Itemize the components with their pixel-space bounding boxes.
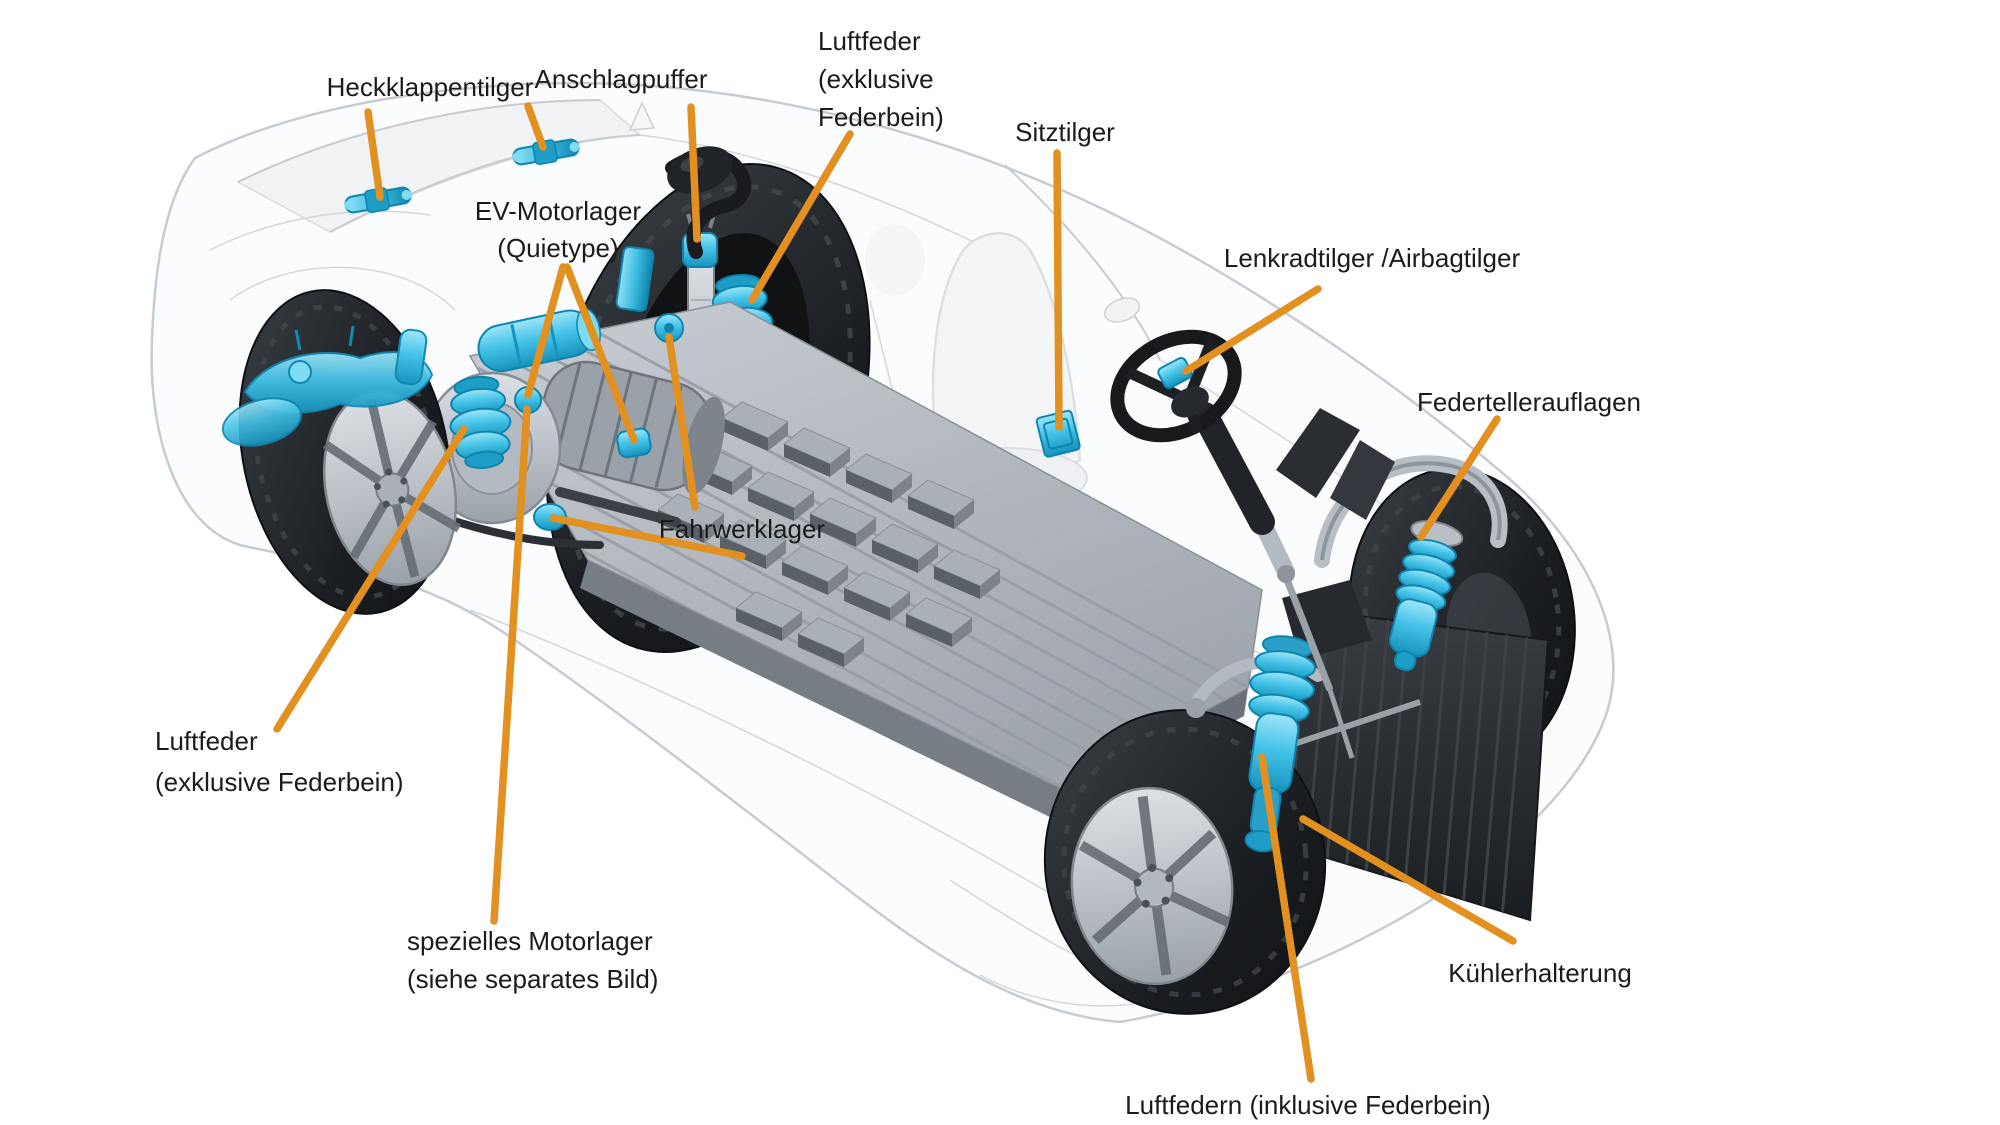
rear-headrest-ghost [865,224,925,296]
leader-luftfeder-top [748,130,854,304]
label-sitztilger: Sitztilger [1015,117,1115,147]
label-anschlagpuffer: Anschlagpuffer [535,64,708,94]
label-federtellerauflagen: Federtellerauflagen [1417,387,1641,417]
label-ev-motorlager-1: EV-Motorlager [475,196,642,226]
front-left-corner [1043,635,1327,1015]
leader-ev-motorlager-1 [524,263,567,399]
trunk-line [209,210,431,251]
subframe-pin [294,329,302,351]
steering-hub [1171,386,1209,418]
front-right-strut-highlight [1388,520,1464,672]
leader-kuehlerhalterung [1299,815,1517,945]
mirror-ghost [1103,297,1141,323]
leader-fahrwerklager-2 [549,514,746,560]
seat-absorber-plate [1035,409,1081,458]
cable-connector [667,146,733,194]
label-kuehlerhalterung: Kühlerhalterung [1448,958,1632,988]
strut-tip [1393,650,1417,672]
label-luftfedern-inkl: Luftfedern (inklusive Federbein) [1125,1090,1491,1120]
rear-arch-line [229,266,456,311]
label-luftfeder-links-1: Luftfeder [155,726,258,756]
radiator-bracket [1282,580,1372,660]
leader-heckklappentilger-1 [364,108,384,201]
rocker-line [469,609,1111,931]
leader-spezielles-motorlager [490,405,531,925]
wishbone-joint [1186,698,1206,718]
front-left-tread [1061,726,1309,998]
rear-glass-line [237,99,601,183]
windshield-line [1004,164,1161,361]
front-duct-wedge [1276,408,1360,498]
label-luftfeder-top-1: Luftfeder [818,26,921,56]
leader-heckklappentilger-2 [524,102,547,151]
motor-fin [603,371,633,478]
labels: Heckklappentilger Anschlagpuffer Luftfed… [155,26,1641,1120]
front-subframe-arch-edge [1320,461,1502,561]
leader-sitztilger [1053,149,1063,431]
label-ev-motorlager-2: (Quietype) [497,233,618,263]
leader-ev-motorlager-2 [563,263,638,444]
steering-rod [1280,570,1334,692]
label-heckklappentilger: Heckklappentilger [327,72,534,102]
steering-column [1192,402,1275,535]
label-luftfeder-links-2: (exklusive Federbein) [155,767,404,797]
leader-luftfeder-links [273,425,468,733]
label-fahrwerklager: Fahrwerklager [659,514,826,544]
front-duct-wedge-2 [1330,440,1395,520]
label-spezielles-motorlager-1: spezielles Motorlager [407,926,653,956]
leader-lenkradtilger [1182,285,1322,375]
air-spring-base [464,450,505,469]
label-luftfeder-top-2: (exklusive [818,64,934,94]
label-spezielles-motorlager-2: (siehe separates Bild) [407,964,658,994]
u-joint [1277,565,1295,583]
front-right-corner [1239,408,1576,922]
trunk-damper-right [512,138,580,166]
leader-fahrwerklager-1 [665,333,699,511]
driveshaft-right [555,487,681,527]
rear-subframe-highlight [221,325,434,447]
steering-assembly [1110,329,1355,759]
subframe-pin [348,325,355,347]
label-lenkradtilger: Lenkradtilger /Airbagtilger [1224,243,1521,273]
bracket-plate-highlight [615,245,655,313]
subframe-strut-top [394,328,428,386]
antenna-fin [628,101,656,131]
leader-federtellerauflagen [1417,415,1501,541]
subframe-arm [221,397,303,447]
motor-fin [578,365,608,471]
leader-luftfedern-inkl [1258,753,1315,1083]
label-luftfeder-top-3: Federbein) [818,102,944,132]
leader-anschlagpuffer [687,103,701,243]
leader-lines [273,102,1517,1083]
steering-rod-lower [1327,689,1355,759]
subframe-joint [288,360,312,384]
battery-side-left [580,560,1060,818]
